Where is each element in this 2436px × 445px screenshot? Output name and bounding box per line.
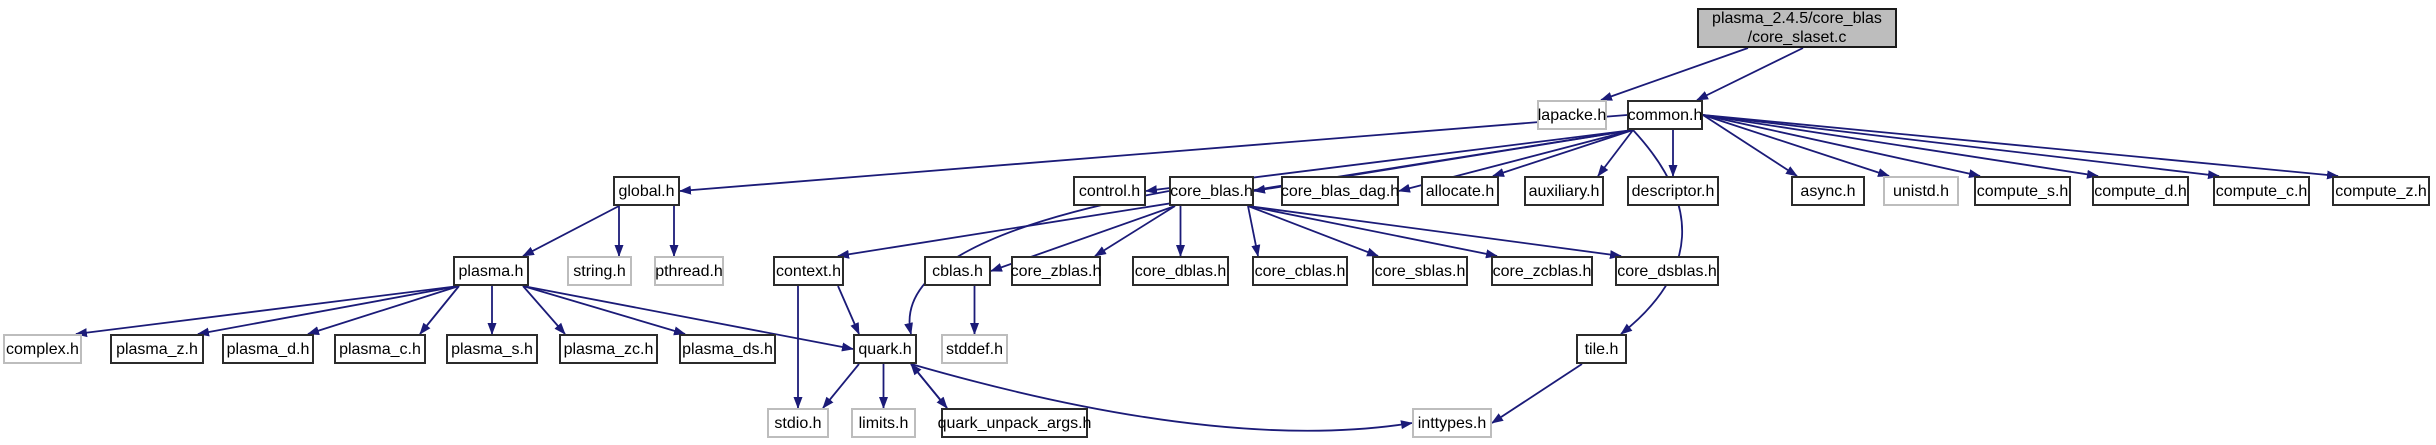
edge-global-to-plasma [522,205,620,257]
graph-node-control[interactable]: control.h [1073,176,1146,206]
graph-node-core_cblas[interactable]: core_cblas.h [1252,256,1348,286]
graph-node-plasma_z[interactable]: plasma_z.h [110,334,204,364]
edge-common-to-async [1702,114,1798,177]
graph-node-plasma_d[interactable]: plasma_d.h [222,334,314,364]
edge-common-to-unistd [1702,114,1890,177]
edge-core_slaset-to-lapacke [1600,47,1749,101]
graph-node-quark[interactable]: quark.h [853,334,917,364]
graph-node-core_blas_dag[interactable]: core_blas_dag.h [1281,176,1399,206]
edge-plasma-to-plasma_ds [522,285,686,336]
graph-node-string: string.h [567,256,632,286]
graph-node-plasma_s[interactable]: plasma_s.h [446,334,538,364]
graph-node-core_blas[interactable]: core_blas.h [1169,176,1254,206]
graph-node-lapacke: lapacke.h [1537,100,1607,130]
graph-node-async[interactable]: async.h [1791,176,1865,206]
graph-node-context[interactable]: context.h [773,256,844,286]
edge-core_blas-to-core_sblas [1247,205,1379,257]
edge-common-to-compute_z [1702,114,2339,180]
edge-core_slaset-to-common [1696,47,1804,101]
graph-node-quark_unpack_args[interactable]: quark_unpack_args.h [938,408,1091,438]
graph-node-plasma_ds[interactable]: plasma_ds.h [679,334,776,364]
edge-plasma-to-plasma_zc [522,285,566,335]
graph-node-pthread: pthread.h [654,256,724,286]
graph-node-plasma_c[interactable]: plasma_c.h [334,334,426,364]
edge-common-to-compute_c [1702,114,2220,180]
edge-core_blas-to-core_dsblas [1247,205,1622,259]
edge-tile-to-inttypes [1491,363,1583,424]
edge-plasma-to-plasma_c [419,285,460,335]
graph-node-compute_c[interactable]: compute_c.h [2213,176,2310,206]
graph-node-core_dsblas[interactable]: core_dsblas.h [1615,256,1719,286]
edge-context-to-quark [837,285,860,335]
edge-common-to-tile [1620,129,1684,335]
edge-core_blas-to-core_zcblas [1247,205,1498,259]
edge-common-to-compute_s [1702,114,1981,179]
graph-node-descriptor[interactable]: descriptor.h [1627,176,1719,206]
edge-plasma-to-plasma_z [197,285,460,337]
graph-node-core_zblas[interactable]: core_zblas.h [1011,256,1101,286]
edge-common-to-auxiliary [1597,129,1634,177]
edge-quark_unpack_args-to-quark [910,363,948,409]
graph-node-core_zcblas[interactable]: core_zcblas.h [1491,256,1593,286]
graph-node-compute_z[interactable]: compute_z.h [2332,176,2430,206]
graph-node-plasma[interactable]: plasma.h [453,256,529,286]
graph-node-compute_s[interactable]: compute_s.h [1974,176,2071,206]
graph-node-core_sblas[interactable]: core_sblas.h [1372,256,1468,286]
edge-quark-to-stdio [822,363,860,409]
graph-node-core_slaset[interactable]: plasma_2.4.5/core_blas /core_slaset.c [1697,8,1897,48]
graph-node-stddef: stddef.h [941,334,1008,364]
graph-node-compute_d[interactable]: compute_d.h [2092,176,2189,206]
graph-node-stdio: stdio.h [767,408,829,438]
graph-node-tile[interactable]: tile.h [1576,334,1627,364]
edge-plasma-to-complex [75,285,460,338]
edge-quark-to-inttypes [910,363,1413,432]
graph-node-auxiliary[interactable]: auxiliary.h [1524,176,1604,206]
edge-common-to-compute_d [1702,114,2099,179]
graph-node-complex: complex.h [3,334,82,364]
edge-core_blas-to-core_zblas [1094,205,1176,257]
graph-node-plasma_zc[interactable]: plasma_zc.h [559,334,658,364]
edge-common-to-global [679,114,1628,195]
graph-node-common[interactable]: common.h [1627,100,1703,130]
edge-core_blas-to-core_cblas [1247,205,1261,257]
graph-node-global[interactable]: global.h [613,176,680,206]
graph-node-limits: limits.h [851,408,916,438]
graph-node-cblas[interactable]: cblas.h [924,256,991,286]
graph-node-core_dblas[interactable]: core_dblas.h [1132,256,1229,286]
edge-plasma-to-plasma_d [307,285,460,335]
graph-node-inttypes: inttypes.h [1412,408,1492,438]
edge-common-to-allocate [1492,129,1634,177]
graph-node-allocate[interactable]: allocate.h [1421,176,1499,206]
graph-node-unistd: unistd.h [1883,176,1959,206]
